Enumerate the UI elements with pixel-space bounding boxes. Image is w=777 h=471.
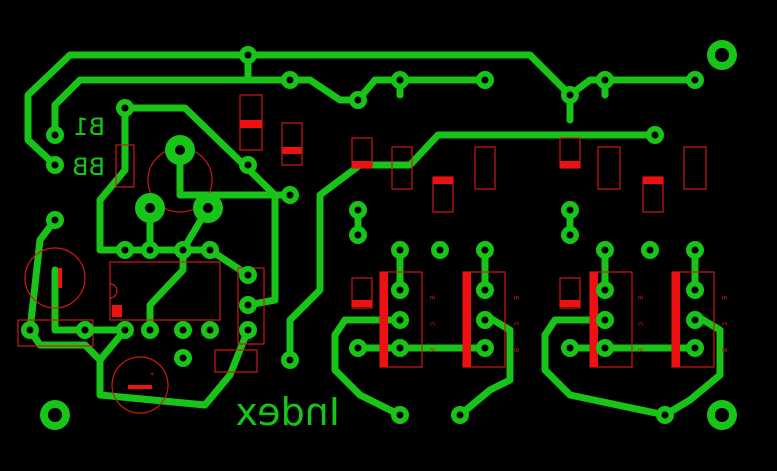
silkscreen-text: Index B1 BB: [72, 113, 340, 434]
trace-lower-right-end: [661, 311, 724, 419]
resistor-outline: [683, 146, 707, 190]
diode-band: [643, 177, 663, 184]
pin-marks: E C B E C B E C B E C B +: [150, 296, 728, 378]
trace-lower-left-u: [331, 316, 404, 419]
diode-band: [352, 300, 372, 307]
trace-lower-right-u: [541, 316, 669, 419]
svg-text:E: E: [720, 296, 728, 300]
svg-text:E: E: [428, 296, 436, 300]
svg-text:B: B: [428, 348, 436, 352]
resistor-outline: [281, 122, 303, 166]
cap-plate: [58, 268, 62, 288]
trace-ic-diag: [146, 246, 187, 334]
resistor-outline: [391, 146, 413, 190]
svg-text:B: B: [636, 348, 644, 352]
svg-text:C: C: [636, 322, 644, 326]
diode-outline: [559, 277, 581, 309]
svg-text:E: E: [512, 296, 520, 300]
capacitor-outline: [24, 247, 86, 309]
trace-jack-mid: [51, 266, 129, 334]
mounting-holes: [40, 40, 737, 430]
electrolytic-cap-outline: [111, 356, 169, 414]
resistor-outline: [214, 349, 258, 373]
svg-text:E: E: [636, 296, 644, 300]
trace-left-vertical: [96, 104, 129, 254]
cap-plate: [128, 385, 152, 389]
svg-text:+: +: [150, 370, 154, 378]
diode-band: [282, 147, 302, 154]
trace-second-bus-right: [566, 76, 699, 99]
trace-lower-mid: [456, 311, 514, 419]
trace-second-bus: [51, 76, 489, 139]
ic-notch: [109, 283, 118, 299]
red-markers: [58, 120, 680, 389]
pads: [21, 46, 704, 424]
relay-band: [590, 272, 598, 367]
trace-resistor-link: [286, 131, 659, 364]
label-bb: BB: [72, 153, 105, 181]
trace-jack-left: [26, 216, 104, 364]
diode-outline: [351, 277, 373, 309]
resistor-outline: [115, 144, 135, 188]
relay-band: [463, 272, 471, 367]
diode-band: [560, 161, 580, 168]
relay-band: [672, 272, 680, 367]
svg-text:B: B: [720, 348, 728, 352]
svg-text:C: C: [428, 322, 436, 326]
resistor-outline: [474, 146, 496, 190]
diode-band: [352, 161, 372, 168]
ic-pin1-marker: [112, 305, 122, 317]
resistor-outline: [597, 146, 621, 190]
svg-text:B: B: [512, 348, 520, 352]
diode-band: [240, 120, 262, 128]
board-title: Index: [235, 390, 340, 434]
relay-band: [380, 272, 388, 367]
trace-ic-bottom: [96, 326, 252, 409]
diode-band: [433, 177, 453, 184]
svg-text:C: C: [512, 322, 520, 326]
svg-text:C: C: [720, 322, 728, 326]
label-b1: B1: [73, 113, 105, 141]
diode-band: [560, 300, 580, 307]
ic-outline: [109, 261, 221, 321]
